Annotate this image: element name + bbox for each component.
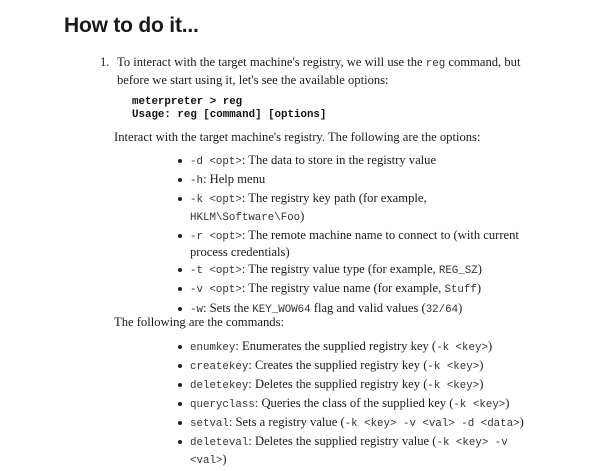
command-args: -k <key> <box>453 399 506 412</box>
document-page: How to do it... 1. To interact with the … <box>64 14 540 467</box>
command-args: -k <key> -v <val> -d <data> <box>344 418 520 431</box>
option-tail: ) <box>476 281 482 296</box>
command-name: deleteval <box>190 437 249 450</box>
code-line-1: meterpreter > reg <box>132 96 243 108</box>
command-tail: ) <box>487 339 493 353</box>
option-item-r: -r <opt>: The remote machine name to con… <box>176 228 536 261</box>
option-example-code: Stuff <box>444 284 477 297</box>
command-args: -k <key> <box>427 361 480 374</box>
option-item-w: -w: Sets the KEY_WOW64 flag and valid va… <box>176 301 536 319</box>
step-text-pre: To interact with the target machine's re… <box>117 55 426 69</box>
option-flag: -k <opt> <box>190 194 242 207</box>
option-desc: : The registry value type (for example, <box>241 262 439 277</box>
option-flag: -r <opt> <box>190 230 242 243</box>
commands-list: enumkey: Enumerates the supplied registr… <box>176 339 536 471</box>
option-desc: : Sets the <box>202 300 253 315</box>
command-tail: ) <box>519 415 524 430</box>
option-item-h: -h: Help menu <box>176 172 536 190</box>
option-tail: ) <box>458 300 463 315</box>
option-mid: flag and valid values ( <box>310 300 426 315</box>
option-example-code: HKLM\Software\Foo <box>190 211 301 224</box>
option-flag: -v <opt> <box>190 284 242 297</box>
command-desc: : Creates the supplied registry key ( <box>248 358 428 373</box>
option-example-code: REG_SZ <box>438 265 478 278</box>
command-desc: : Sets a registry value ( <box>228 415 345 430</box>
option-desc: : Help menu <box>202 172 266 187</box>
step-text: To interact with the target machine's re… <box>117 55 540 88</box>
option-desc: : The data to store in the registry valu… <box>241 153 437 167</box>
command-desc: : Deletes the supplied registry value ( <box>248 434 437 449</box>
command-args: -k <key> <box>427 380 480 393</box>
option-flag: -h <box>190 175 203 188</box>
command-desc: : Queries the class of the supplied key … <box>254 396 454 411</box>
command-desc: : Deletes the supplied registry key ( <box>248 377 428 392</box>
option-flag: -d <opt> <box>190 156 242 168</box>
command-item-deletekey: deletekey: Deletes the supplied registry… <box>176 377 536 395</box>
command-name: createkey <box>190 361 249 374</box>
command-name: enumkey <box>190 342 236 354</box>
command-tail: ) <box>505 396 510 411</box>
option-desc: : The registry key path (for example, <box>241 191 427 206</box>
command-item-deleteval: deleteval: Deletes the supplied registry… <box>176 434 536 469</box>
option-flag: -t <opt> <box>190 265 242 278</box>
option-desc: : The remote machine name to connect to … <box>190 227 519 260</box>
command-args: -k <key> <box>436 342 488 354</box>
step-text-post: command, but before we start using it, l… <box>117 55 521 87</box>
command-tail: ) <box>479 377 484 392</box>
options-intro: Interact with the target machine's regis… <box>114 130 481 144</box>
option-item-k: -k <opt>: The registry key path (for exa… <box>176 191 536 226</box>
command-name: queryclass <box>190 399 255 412</box>
option-item-v: -v <opt>: The registry value name (for e… <box>176 281 536 299</box>
command-item-setval: setval: Sets a registry value (-k <key> … <box>176 415 536 433</box>
option-desc: : The registry value name (for example, <box>241 281 445 296</box>
option-flag: -w <box>190 303 203 316</box>
reg-command-code: reg <box>425 58 446 70</box>
option-tail: ) <box>477 262 482 277</box>
command-tail: ) <box>479 358 484 373</box>
command-item-enumkey: enumkey: Enumerates the supplied registr… <box>176 339 536 357</box>
code-block: meterpreter > reg Usage: reg [command] [… <box>132 96 326 122</box>
step-1: 1. To interact with the target machine's… <box>100 55 540 88</box>
option-values-code: 32/64 <box>425 303 459 316</box>
command-desc: : Enumerates the supplied registry key ( <box>235 339 437 353</box>
option-example-code: KEY_WOW64 <box>252 303 311 316</box>
step-number: 1. <box>100 55 110 69</box>
option-item-d: -d <opt>: The data to store in the regis… <box>176 153 536 171</box>
option-tail: ) <box>300 208 305 223</box>
section-heading: How to do it... <box>64 14 199 37</box>
command-item-createkey: createkey: Creates the supplied registry… <box>176 358 536 376</box>
commands-intro: The following are the commands: <box>114 315 284 329</box>
command-item-queryclass: queryclass: Queries the class of the sup… <box>176 396 536 414</box>
command-tail: ) <box>222 451 227 466</box>
options-list: -d <opt>: The data to store in the regis… <box>176 153 536 320</box>
command-name: deletekey <box>190 380 249 393</box>
command-name: setval <box>190 418 229 431</box>
code-line-2: Usage: reg [command] [options] <box>132 109 327 121</box>
option-item-t: -t <opt>: The registry value type (for e… <box>176 262 536 280</box>
